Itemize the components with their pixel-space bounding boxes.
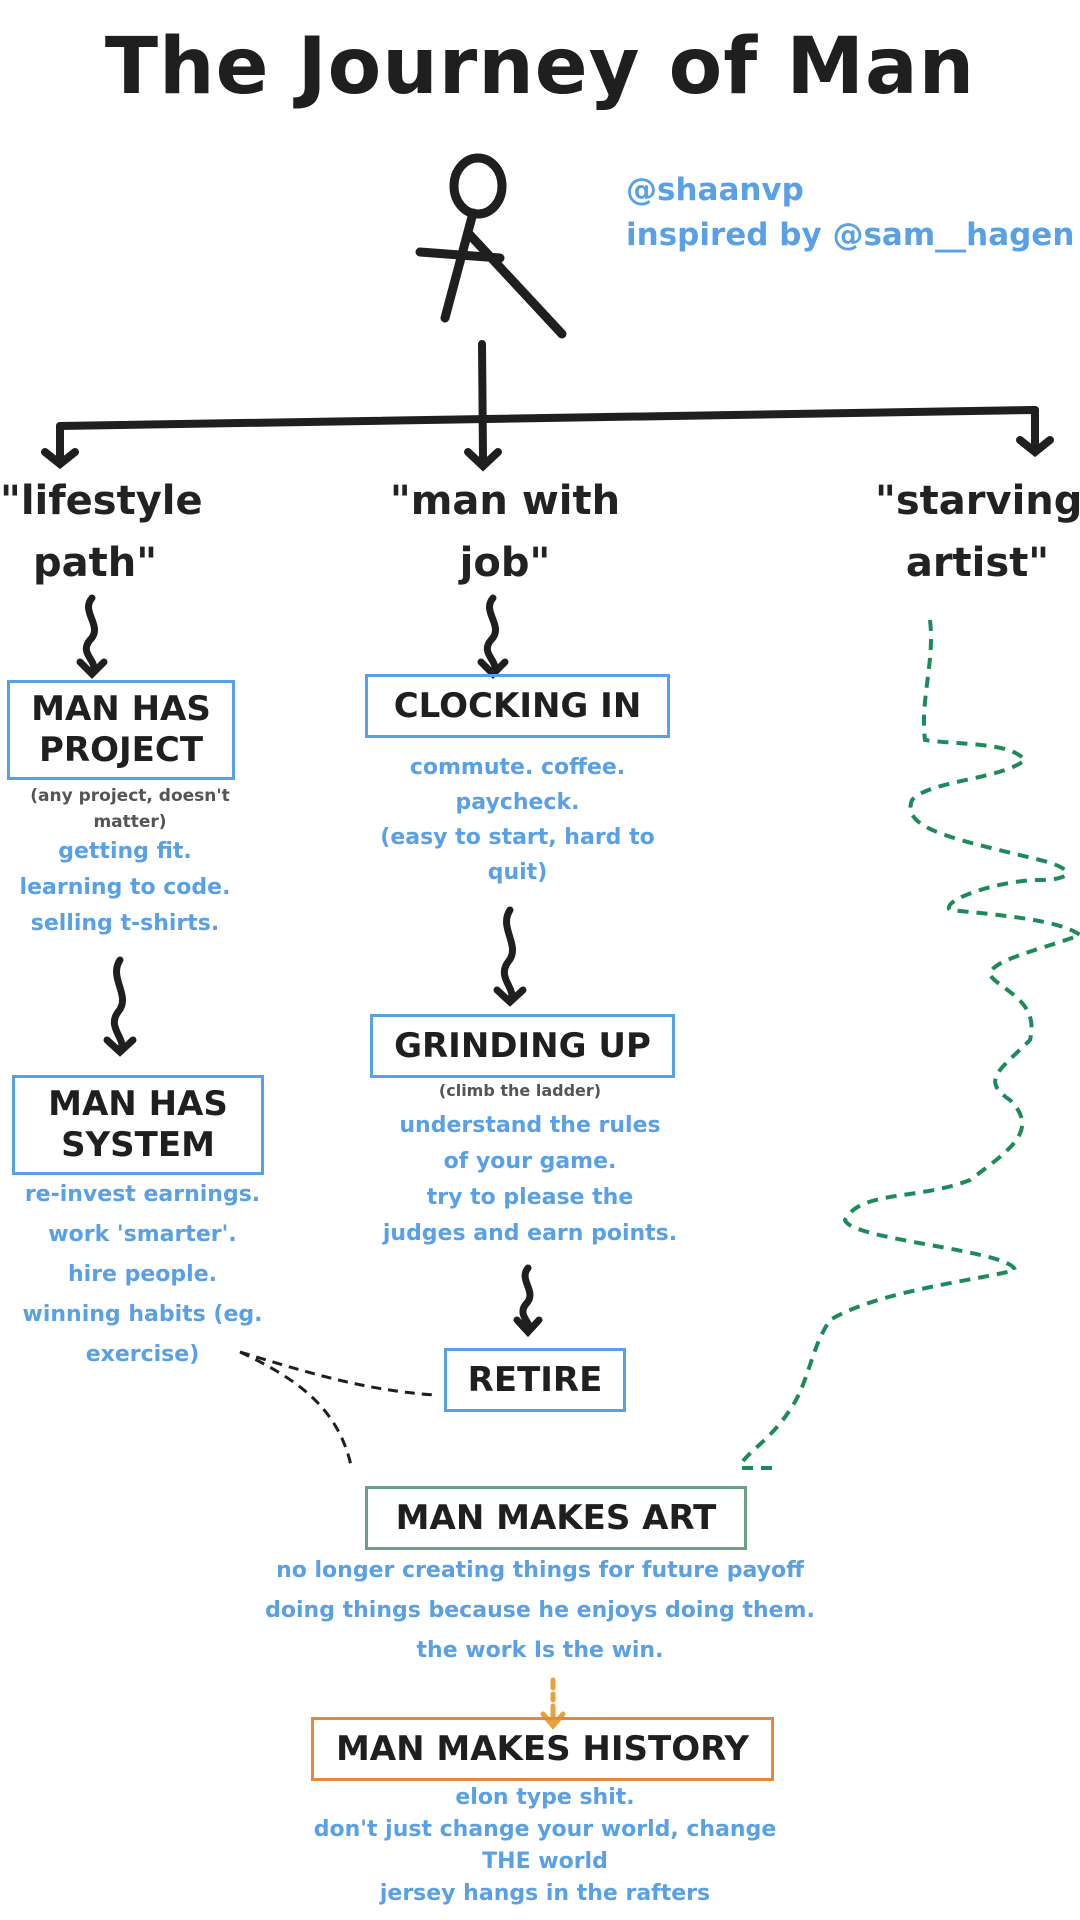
squiggle-arrows	[76, 594, 543, 1338]
branch-connector	[41, 340, 1054, 472]
merge-dashes	[239, 1350, 436, 1471]
man-makes-history-box: MAN MAKES HISTORY	[311, 1717, 774, 1781]
list-item: learning to code.	[19, 875, 231, 900]
history-items: elon type shit. don't just change your w…	[290, 1782, 800, 1910]
list-item: hire people.	[68, 1262, 217, 1287]
list-item: re-invest earnings.	[24, 1182, 261, 1207]
list-item: paycheck.	[455, 790, 580, 815]
art-items: no longer creating things for future pay…	[240, 1551, 840, 1671]
clocking-in-box: CLOCKING IN	[365, 674, 670, 738]
list-item: getting fit.	[58, 839, 192, 864]
project-examples: getting fit. learning to code. selling t…	[0, 834, 250, 942]
system-items: re-invest earnings. work 'smarter'. hire…	[0, 1175, 285, 1375]
author-handle[interactable]: @shaanvp	[626, 172, 804, 208]
list-item: judges and earn points.	[382, 1221, 678, 1246]
man-makes-art-box: MAN MAKES ART	[365, 1486, 747, 1550]
list-item: quit)	[487, 860, 548, 885]
list-item: don't just change your world, change	[313, 1817, 777, 1842]
list-item: the work Is the win.	[416, 1638, 664, 1663]
artist-squiggle	[738, 619, 1080, 1470]
grinding-items: understand the rules of your game. try t…	[360, 1108, 700, 1252]
list-item: doing things because he enjoys doing the…	[265, 1598, 815, 1623]
path-label-artist: "starving artist"	[875, 478, 1080, 586]
list-item: of your game.	[443, 1149, 617, 1174]
list-item: understand the rules	[399, 1113, 661, 1138]
retire-box: RETIRE	[444, 1348, 626, 1412]
path-label-job: "man with job"	[389, 478, 621, 586]
grinding-note: (climb the ladder)	[438, 1081, 602, 1100]
list-item: THE world	[482, 1849, 608, 1874]
list-item: exercise)	[85, 1342, 200, 1367]
list-item: winning habits (eg.	[22, 1302, 263, 1327]
list-item: selling t-shirts.	[30, 911, 220, 936]
list-item: commute. coffee.	[409, 755, 626, 780]
grinding-up-box: GRINDING UP	[370, 1014, 675, 1078]
page-title: The Journey of Man	[104, 22, 976, 112]
list-item: no longer creating things for future pay…	[276, 1558, 804, 1583]
inspired-by-credit[interactable]: inspired by @sam__hagen	[626, 217, 1075, 253]
list-item: elon type shit.	[455, 1785, 635, 1810]
list-item: (easy to start, hard to	[380, 825, 655, 850]
man-has-project-box: MAN HAS PROJECT	[7, 680, 235, 780]
man-has-system-box: MAN HAS SYSTEM	[12, 1075, 264, 1175]
clocking-items: commute. coffee. paycheck. (easy to star…	[350, 750, 685, 890]
stick-figure-icon	[415, 153, 567, 339]
project-note: (any project, doesn't matter)	[30, 786, 230, 832]
list-item: try to please the	[426, 1185, 634, 1210]
path-label-lifestyle: "lifestyle path"	[0, 478, 203, 586]
list-item: jersey hangs in the rafters	[379, 1881, 711, 1906]
list-item: work 'smarter'.	[48, 1222, 237, 1247]
